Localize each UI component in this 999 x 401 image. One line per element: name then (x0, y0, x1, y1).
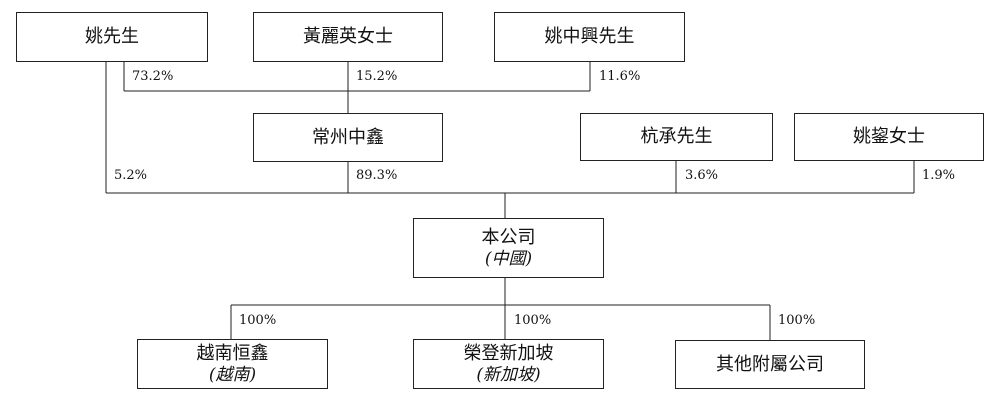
subsidiary-singapore-name: 榮登新加坡 (463, 342, 554, 364)
subsidiary-others-box: 其他附屬公司 (675, 340, 865, 389)
shareholder-mr-hang-box: 杭承先生 (580, 113, 773, 161)
changzhou-zhongxin-box: 常州中鑫 (253, 113, 443, 162)
pct-yao-to-company: 5.2% (114, 168, 148, 183)
pct-hang-to-company: 3.6% (685, 168, 719, 183)
company-jurisdiction: (中國) (484, 248, 533, 269)
subsidiary-singapore-box: 榮登新加坡 (新加坡) (413, 339, 604, 389)
shareholder-mr-yao-box: 姚先生 (16, 12, 208, 62)
shareholder-mr-yao-label: 姚先生 (85, 26, 139, 47)
pct-yao-zhongxing-to-changzhou: 11.6% (599, 69, 641, 84)
subsidiary-vietnam-jurisdiction: (越南) (208, 364, 257, 385)
shareholder-ms-huang-box: 黃麗英女士 (253, 12, 443, 62)
shareholder-ms-yao-label: 姚鋆女士 (853, 126, 925, 147)
pct-company-to-vietnam: 100% (239, 313, 277, 328)
company-name: 本公司 (481, 226, 536, 248)
pct-huang-to-changzhou: 15.2% (356, 69, 398, 84)
shareholder-mr-hang-label: 杭承先生 (640, 126, 713, 147)
subsidiary-vietnam-box: 越南恒鑫 (越南) (137, 339, 328, 389)
pct-yao-to-changzhou: 73.2% (132, 69, 174, 84)
changzhou-zhongxin-label: 常州中鑫 (312, 126, 384, 148)
shareholder-ms-yao-box: 姚鋆女士 (794, 113, 984, 161)
pct-changzhou-to-company: 89.3% (356, 168, 398, 183)
company-box: 本公司 (中國) (413, 218, 604, 278)
subsidiary-singapore-jurisdiction: (新加坡) (476, 364, 541, 385)
subsidiary-others-name: 其他附屬公司 (716, 353, 824, 375)
pct-company-to-others: 100% (778, 313, 816, 328)
pct-company-to-singapore: 100% (514, 313, 552, 328)
pct-yao-ms-to-company: 1.9% (922, 168, 956, 183)
shareholder-ms-huang-label: 黃麗英女士 (303, 26, 393, 47)
subsidiary-vietnam-name: 越南恒鑫 (196, 342, 269, 364)
shareholder-mr-yao-zhongxing-box: 姚中興先生 (494, 12, 685, 62)
shareholder-mr-yao-zhongxing-label: 姚中興先生 (544, 26, 635, 47)
